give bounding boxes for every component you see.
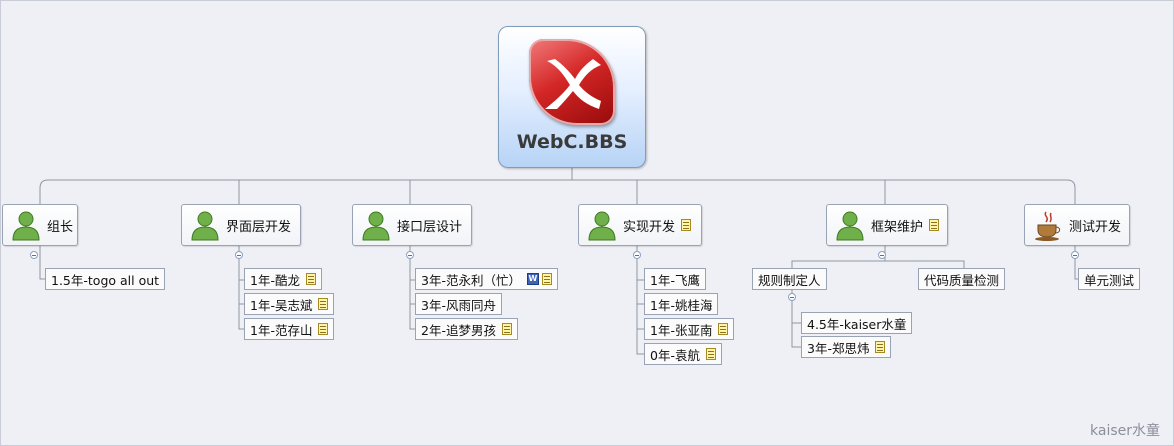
subtopic-item[interactable]: 1年-张亚南 <box>644 318 735 340</box>
note-icon[interactable] <box>541 273 552 285</box>
subtopic-label: 3年-郑思炜 <box>807 340 870 356</box>
subtopic-label: 1年-飞鹰 <box>650 272 700 288</box>
subtopic-label: 1.5年-togo all out <box>51 272 160 288</box>
subtopic-item[interactable]: 1年-范存山 <box>244 318 335 340</box>
subtopic-label: 3年-风雨同舟 <box>421 297 496 313</box>
collapse-toggle[interactable] <box>30 251 38 259</box>
topic-testing[interactable]: 测试开发 <box>1024 204 1130 246</box>
subtopic-label: 代码质量检测 <box>924 272 1000 288</box>
note-icon[interactable] <box>681 219 692 231</box>
note-icon[interactable] <box>318 298 329 310</box>
collapse-toggle[interactable] <box>633 251 641 259</box>
topic-implementation[interactable]: 实现开发 <box>578 204 702 246</box>
subtopic-label: 0年-袁航 <box>650 347 700 363</box>
subtopic-label: 1年-酷龙 <box>250 272 300 288</box>
note-icon[interactable] <box>318 323 329 335</box>
subtopic-item[interactable]: 1年-吴志斌 <box>244 293 335 315</box>
topic-interface-design[interactable]: 接口层设计 <box>352 204 472 246</box>
collapse-toggle[interactable] <box>235 251 243 259</box>
word-document-icon[interactable]: W <box>526 273 539 285</box>
collapse-toggle[interactable] <box>878 251 886 259</box>
subtopic-item[interactable]: 3年-风雨同舟 <box>415 293 502 315</box>
person-icon <box>188 208 222 242</box>
note-icon[interactable] <box>929 219 940 231</box>
subtopic-item[interactable]: 1年-飞鹰 <box>644 268 706 290</box>
subtopic-label: 规则制定人 <box>758 272 821 288</box>
note-icon[interactable] <box>705 348 716 360</box>
watermark: kaiser水童 <box>1090 423 1160 439</box>
topic-label: 接口层设计 <box>397 219 463 235</box>
subtopic-item[interactable]: 规则制定人 <box>752 268 827 290</box>
subtopic-label: 1年-姚桂海 <box>650 297 713 313</box>
subtopic-item[interactable]: 3年-郑思炜 <box>801 336 892 358</box>
subtopic-label: 2年-追梦男孩 <box>421 322 496 338</box>
collapse-toggle[interactable] <box>788 293 796 301</box>
note-icon[interactable] <box>305 273 316 285</box>
subtopic-item[interactable]: 0年-袁航 <box>644 343 722 365</box>
subtopic-label: 1年-张亚南 <box>650 322 713 338</box>
subtopic-item[interactable]: 3年-范永利（忙） W <box>415 268 558 290</box>
subtopic-item[interactable]: 4.5年-kaiser水童 <box>801 312 913 334</box>
note-icon[interactable] <box>875 341 886 353</box>
note-icon[interactable] <box>718 323 729 335</box>
person-icon <box>9 208 43 242</box>
subtopic-item[interactable]: 单元测试 <box>1078 268 1141 290</box>
topic-label: 组长 <box>47 219 74 235</box>
collapse-toggle[interactable] <box>1071 251 1079 259</box>
collapse-toggle[interactable] <box>406 251 414 259</box>
subtopic-label: 单元测试 <box>1084 272 1135 288</box>
topic-framework[interactable]: 框架维护 <box>826 204 948 246</box>
topic-label: 实现开发 <box>623 219 676 235</box>
subtopic-item[interactable]: 1年-姚桂海 <box>644 293 719 315</box>
java-coffee-icon <box>1031 208 1065 242</box>
subtopic-item[interactable]: 1年-酷龙 <box>244 268 322 290</box>
person-icon <box>585 208 619 242</box>
topic-ui-layer[interactable]: 界面层开发 <box>181 204 301 246</box>
person-icon <box>833 208 867 242</box>
subtopic-label: 4.5年-kaiser水童 <box>807 316 907 332</box>
subtopic-item[interactable]: 2年-追梦男孩 <box>415 318 518 340</box>
xmind-logo-icon <box>529 39 615 125</box>
topic-label: 框架维护 <box>871 219 924 235</box>
root-title: WebC.BBS <box>516 131 628 153</box>
subtopic-label: 1年-吴志斌 <box>250 297 313 313</box>
note-icon[interactable] <box>501 323 512 335</box>
subtopic-label: 1年-范存山 <box>250 322 313 338</box>
subtopic-label: 3年-范永利（忙） <box>421 272 521 288</box>
topic-label: 界面层开发 <box>226 219 292 235</box>
subtopic-item[interactable]: 代码质量检测 <box>918 268 1006 290</box>
root-topic[interactable]: WebC.BBS <box>498 26 646 168</box>
topic-leader[interactable]: 组长 <box>2 204 78 246</box>
subtopic-item[interactable]: 1.5年-togo all out <box>45 268 166 290</box>
person-icon <box>359 208 393 242</box>
topic-label: 测试开发 <box>1069 219 1122 235</box>
